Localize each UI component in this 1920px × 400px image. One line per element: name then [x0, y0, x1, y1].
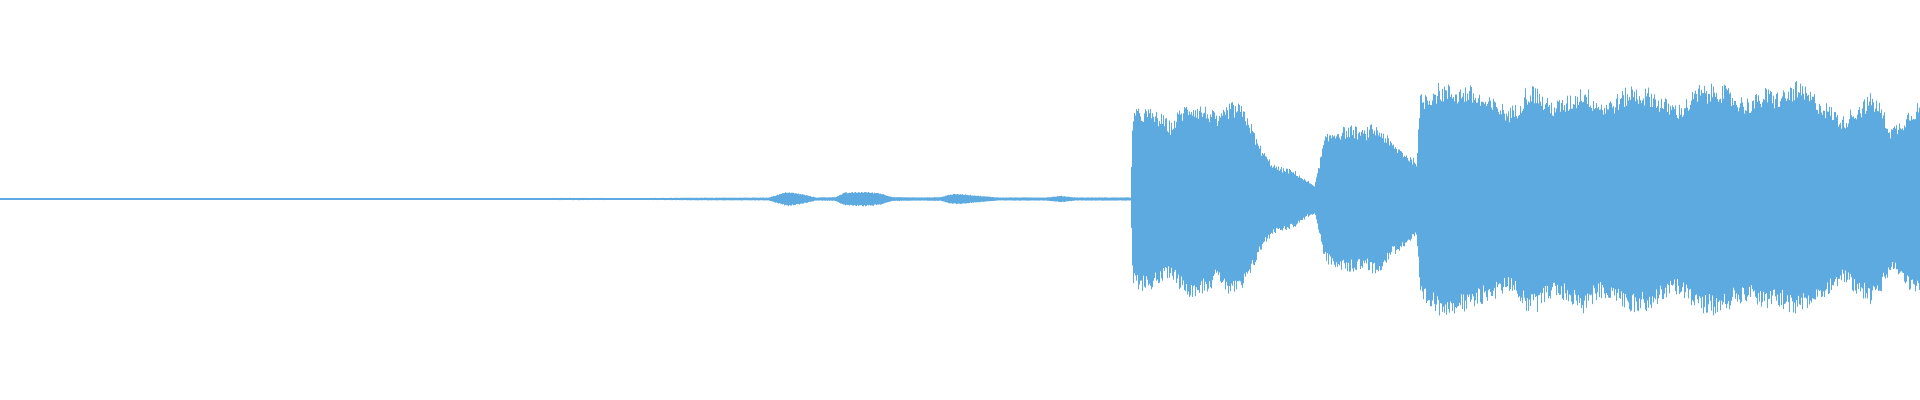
waveform-bars — [0, 81, 1920, 316]
